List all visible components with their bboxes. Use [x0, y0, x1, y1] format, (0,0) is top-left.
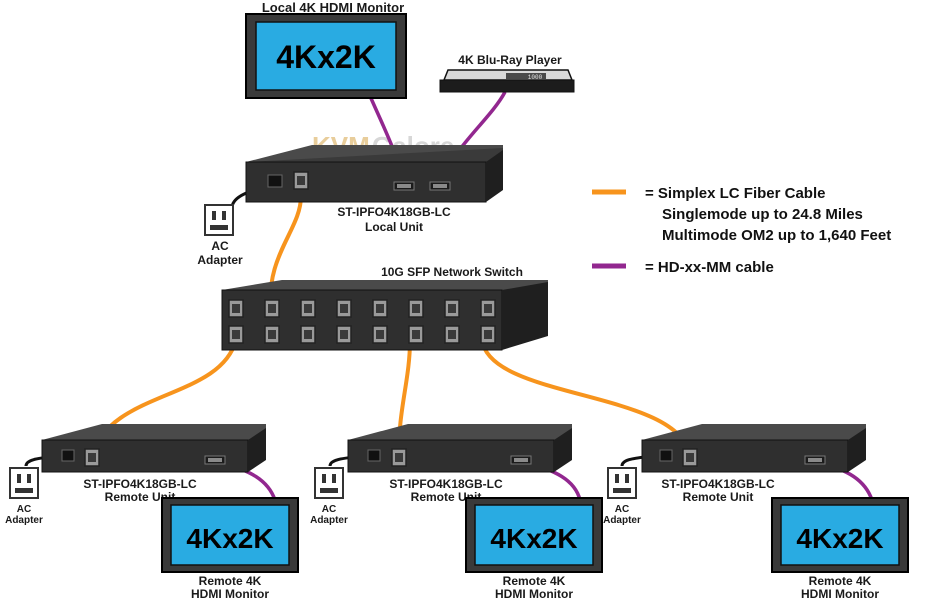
remote-monitor-1-label-2: HDMI Monitor [191, 587, 269, 600]
remote-unit-1-hdmi-port [204, 455, 226, 465]
remote-unit-3-model: ST-IPFO4K18GB-LC [661, 477, 775, 491]
switch-port [444, 299, 460, 318]
local-ac-adapter: AC Adapter [197, 204, 243, 267]
remote-monitor-2-label-2: HDMI Monitor [495, 587, 573, 600]
remote-adapter-1-label-1: AC [17, 504, 31, 515]
plug-icon [204, 204, 234, 236]
switch-port [444, 325, 460, 344]
switch-port [300, 325, 316, 344]
remote-monitor-3: 4Kx2K Remote 4K HDMI Monitor [771, 497, 909, 600]
switch-port [300, 299, 316, 318]
legend-fiber-line-3: Multimode OM2 up to 1,640 Feet [662, 227, 891, 244]
remote-adapter-2-label-2: Adapter [310, 515, 348, 526]
switch-front [221, 289, 503, 351]
local-monitor-screen [255, 21, 397, 91]
bluray-front [439, 79, 575, 93]
remote-monitor-1-label-1: Remote 4K [199, 574, 262, 588]
remote-unit-2-role: Remote Unit [411, 490, 482, 504]
remote-adapter-2-label-1: AC [322, 504, 336, 515]
local-unit-model: ST-IPFO4K18GB-LC [337, 205, 451, 219]
remote-unit-3-power-jack [659, 449, 673, 462]
remote-monitor-3-label-2: HDMI Monitor [801, 587, 879, 600]
local-unit-power-jack [267, 174, 283, 188]
switch-port [336, 299, 352, 318]
local-adapter-label-2: Adapter [197, 253, 243, 267]
switch-port [480, 299, 496, 318]
plug-icon [607, 467, 637, 499]
switch-port [408, 299, 424, 318]
legend-fiber-line-1: = Simplex LC Fiber Cable [645, 185, 825, 202]
bluray-title: 4K Blu-Ray Player [458, 53, 562, 67]
switch-port [372, 299, 388, 318]
remote-unit-1-role: Remote Unit [105, 490, 176, 504]
local-monitor-screen-text: 4Kx2K [276, 39, 376, 75]
local-unit-fiber-port [293, 171, 309, 190]
remote-adapter-3-label-2: Adapter [603, 515, 641, 526]
remote-unit-2-model: ST-IPFO4K18GB-LC [389, 477, 503, 491]
remote-unit-3-fiber-port [682, 448, 698, 467]
legend: = Simplex LC Fiber Cable Singlemode up t… [592, 185, 891, 276]
plug-icon [314, 467, 344, 499]
remote-adapter-1: AC Adapter [5, 467, 43, 526]
remote-unit-1: ST-IPFO4K18GB-LC Remote Unit [41, 424, 266, 504]
switch-port [228, 299, 244, 318]
switch-port [228, 325, 244, 344]
remote-monitor-2-screen-text: 4Kx2K [490, 523, 577, 554]
remote-unit-3-hdmi-port [804, 455, 826, 465]
local-monitor-title: Local 4K HDMI Monitor [262, 0, 404, 15]
remote-unit-2-fiber-port [391, 448, 407, 467]
remote-unit-2-power-jack [367, 449, 381, 462]
local-unit-hdmi-port-1 [393, 181, 415, 191]
remote-unit-1-power-jack [61, 449, 75, 462]
remote-monitor-2-screen [474, 504, 594, 566]
local-unit-role: Local Unit [365, 220, 423, 234]
remote-monitor-1: 4Kx2K Remote 4K HDMI Monitor [161, 497, 299, 600]
plug-icon [9, 467, 39, 499]
remote-adapter-2: AC Adapter [310, 467, 348, 526]
remote-unit-2-hdmi-port [510, 455, 532, 465]
switch-port [372, 325, 388, 344]
bluray-display [506, 73, 546, 79]
switch-port [336, 325, 352, 344]
remote-monitor-1-screen [170, 504, 290, 566]
switch-port [480, 325, 496, 344]
remote-unit-1-fiber-port [84, 448, 100, 467]
switch-title: 10G SFP Network Switch [381, 265, 523, 279]
switch-top [222, 280, 548, 290]
switch-port [408, 325, 424, 344]
bluray-player: 4K Blu-Ray Player 1000 [439, 53, 575, 93]
legend-fiber-line-2: Singlemode up to 24.8 Miles [662, 206, 863, 223]
remote-monitor-3-screen-text: 4Kx2K [796, 523, 883, 554]
remote-adapter-3-label-1: AC [615, 504, 629, 515]
remote-monitor-2: 4Kx2K Remote 4K HDMI Monitor [465, 497, 603, 600]
local-unit-side [486, 150, 503, 202]
switch-side [502, 282, 548, 350]
remote-unit-3: ST-IPFO4K18GB-LC Remote Unit [641, 424, 866, 504]
remote-monitor-3-screen [780, 504, 900, 566]
remote-monitor-3-label-1: Remote 4K [809, 574, 872, 588]
switch-port [264, 299, 280, 318]
local-monitor: Local 4K HDMI Monitor 4Kx2K [245, 0, 407, 99]
bluray-display-text: 1000 [528, 74, 543, 81]
local-unit-hdmi-port-2 [429, 181, 451, 191]
remote-monitor-2-label-1: Remote 4K [503, 574, 566, 588]
remote-unit-3-role: Remote Unit [683, 490, 754, 504]
legend-hdmi-line: = HD-xx-MM cable [645, 259, 774, 276]
remote-adapter-1-label-2: Adapter [5, 515, 43, 526]
remote-unit-1-model: ST-IPFO4K18GB-LC [83, 477, 197, 491]
remote-monitor-1-screen-text: 4Kx2K [186, 523, 273, 554]
switch-port [264, 325, 280, 344]
network-switch: 10G SFP Network Switch [221, 265, 548, 351]
remote-unit-2: ST-IPFO4K18GB-LC Remote Unit [347, 424, 572, 504]
remote-adapter-3: AC Adapter [603, 467, 641, 526]
local-adapter-label-1: AC [211, 239, 229, 253]
local-unit: ST-IPFO4K18GB-LC Local Unit [245, 145, 503, 234]
